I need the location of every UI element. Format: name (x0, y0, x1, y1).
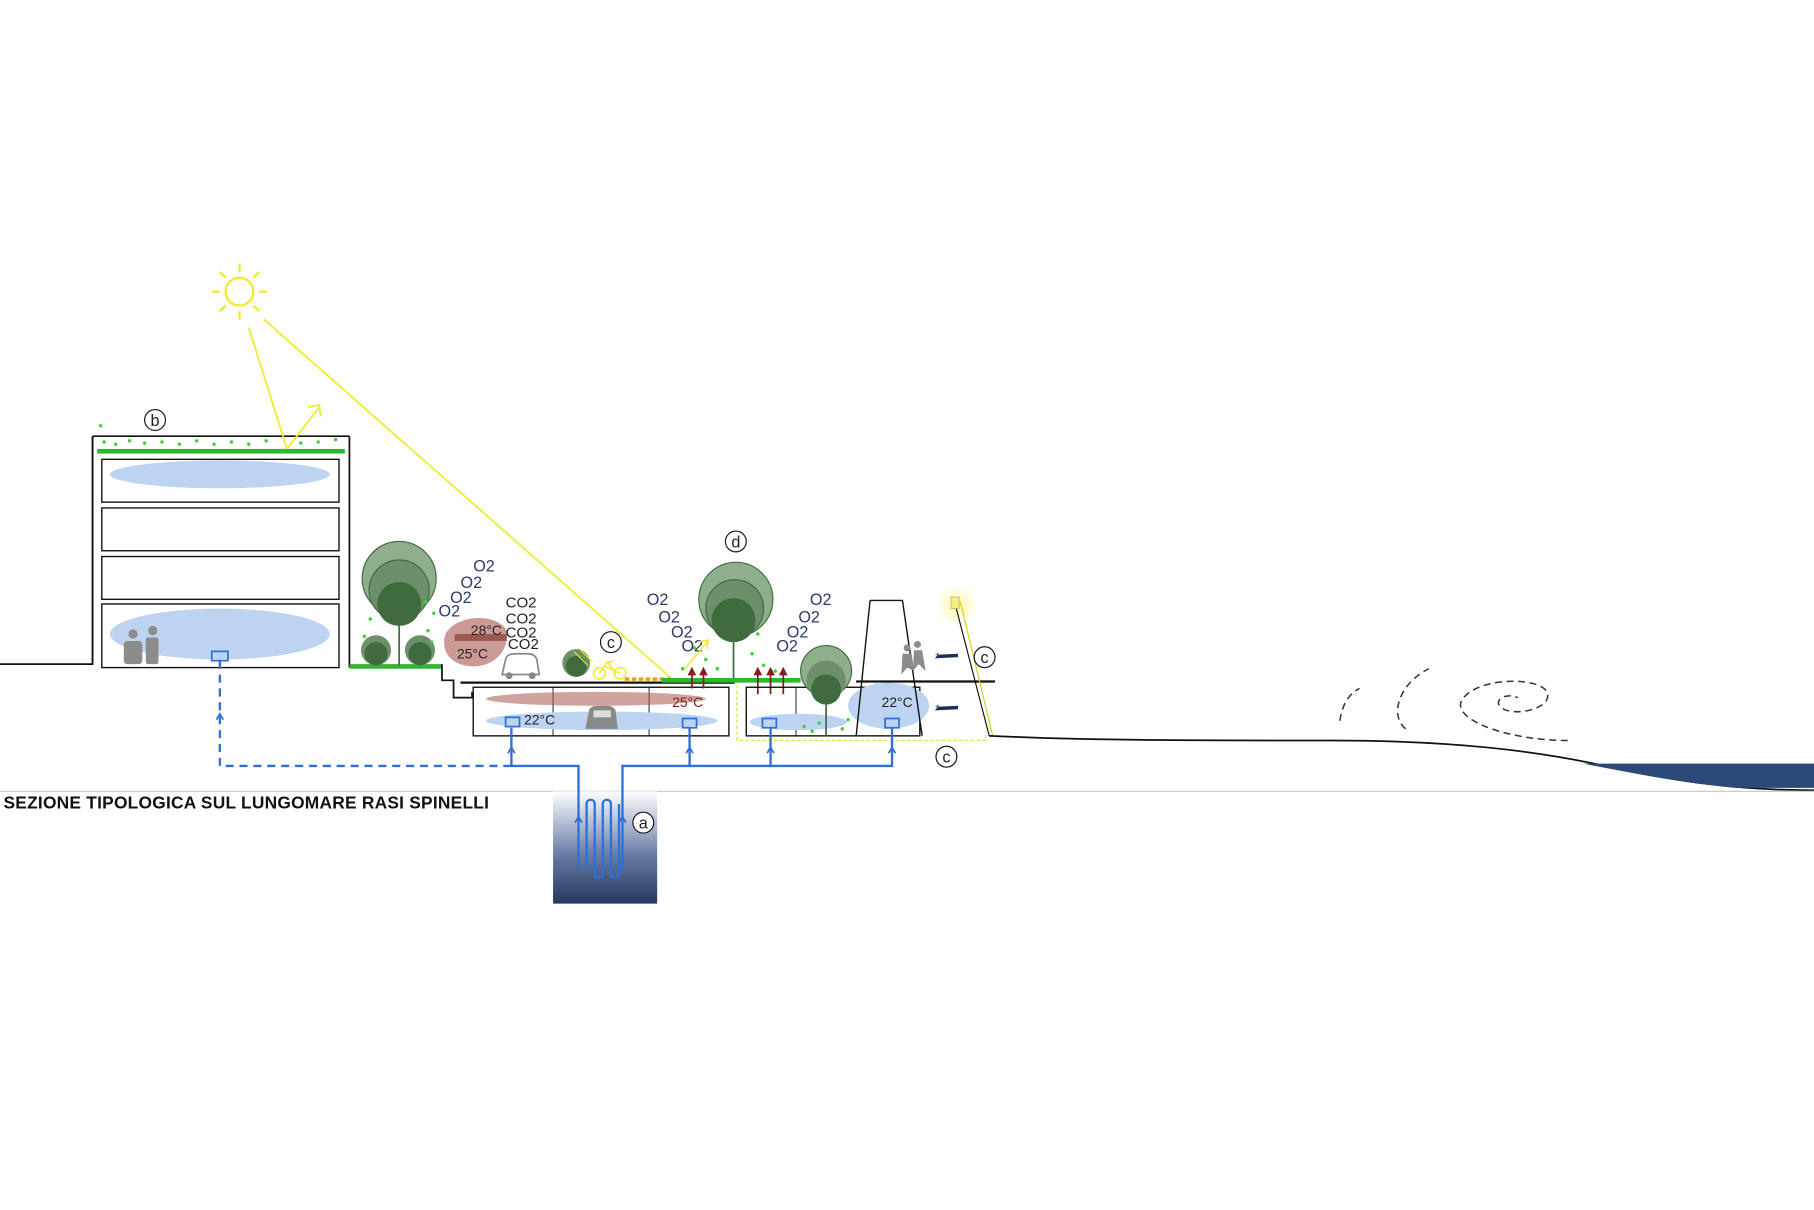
o2-label: O2 (647, 591, 669, 609)
o2-label: O2 (439, 603, 461, 621)
terrain-step (441, 664, 473, 699)
svg-text:c: c (981, 649, 989, 667)
o2-label: O2 (798, 608, 820, 626)
heat-exchanger (504, 716, 521, 728)
diagram-title: SEZIONE TIPOLOGICA SUL LUNGOMARE RASI SP… (3, 793, 489, 813)
car-icon (585, 705, 618, 729)
o2-label: O2 (671, 624, 693, 642)
svg-text:b: b (151, 412, 160, 430)
sea (1582, 763, 1814, 788)
o2-label: O2 (473, 558, 495, 576)
reflection-arrow (684, 638, 709, 670)
wind-arrows (934, 652, 958, 711)
sea-breeze-spirals (1339, 668, 1568, 742)
green-roof (97, 448, 345, 454)
tree-underpass (800, 645, 853, 736)
pedestrians-icon (901, 640, 926, 675)
tree-large (680, 561, 777, 679)
svg-text:d: d (731, 533, 740, 551)
temp-underpass-cool: 22°C (882, 694, 913, 710)
o2-label: O2 (681, 637, 703, 655)
tree-group-left (349, 540, 442, 669)
cool-air-cloud (109, 608, 330, 660)
car-icon (501, 652, 541, 680)
svg-text:c: c (942, 748, 950, 766)
street-lamp-icon (936, 584, 994, 736)
bicycle-icon (592, 660, 627, 680)
temp-tunnel-cool: 22°C (524, 711, 555, 727)
building (91, 424, 351, 669)
sun-icon (211, 263, 268, 320)
o2-label: O2 (787, 624, 809, 642)
pv-cable (736, 684, 987, 742)
svg-text:c: c (607, 634, 615, 652)
co2-label: CO2 (506, 625, 537, 642)
heat-arrows (687, 666, 788, 695)
co2-label: CO2 (508, 636, 539, 653)
label-c-bike: c (599, 631, 622, 654)
ground-line-left (0, 436, 94, 665)
temp-tunnel-warm: 25°C (672, 694, 703, 710)
o2-label: O2 (810, 591, 832, 609)
o2-label: O2 (460, 574, 482, 592)
label-c-lamp: c (973, 646, 996, 669)
temp-warm-air: 25°C (457, 645, 488, 661)
co2-label: CO2 (506, 611, 537, 628)
cool-air-cloud (109, 460, 330, 489)
wind-tower (855, 599, 923, 736)
svg-text:a: a (639, 814, 648, 832)
o2-label: O2 (450, 589, 472, 607)
small-tree (562, 649, 591, 677)
label-d: d (724, 530, 747, 553)
underground-tunnel (460, 681, 735, 737)
green-surface (661, 678, 801, 683)
flow-arrows (215, 712, 897, 824)
label-a: a (632, 811, 655, 834)
o2-label: O2 (658, 608, 680, 626)
label-c-pv: c (935, 745, 958, 768)
geothermal-well (553, 791, 658, 904)
people-icon (123, 625, 159, 665)
underpass (745, 682, 930, 737)
co2-label: CO2 (506, 594, 537, 611)
sun-rays (247, 318, 672, 679)
warm-air-cloud (444, 617, 508, 667)
o2-label: O2 (776, 637, 798, 655)
temp-hot-air: 28°C (471, 622, 502, 638)
label-b: b (144, 408, 167, 431)
